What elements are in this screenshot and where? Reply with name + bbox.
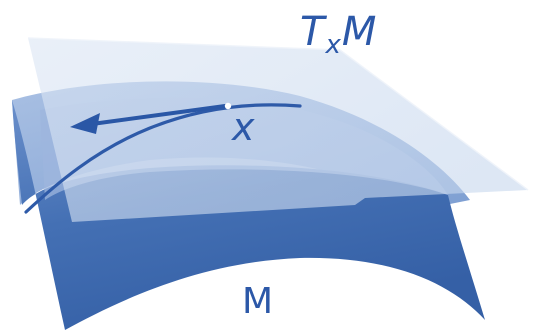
- tangent-plane: [28, 38, 528, 222]
- manifold-surface: [12, 100, 485, 330]
- arrowhead-icon: [70, 113, 100, 134]
- tangent-space-label: TxM: [300, 9, 377, 58]
- tangent-plane-edge: [27, 37, 529, 191]
- point-label: x: [232, 105, 255, 149]
- manifold-label: M: [242, 281, 274, 322]
- geodesic-curve: [24, 103, 302, 214]
- tangent-space-label-end: M: [341, 9, 377, 55]
- tangent-space-label-main: T: [300, 9, 325, 55]
- tangent-space-label-sub: x: [325, 30, 341, 60]
- tangent-vector-arrow: [90, 104, 227, 126]
- base-point: [224, 102, 232, 110]
